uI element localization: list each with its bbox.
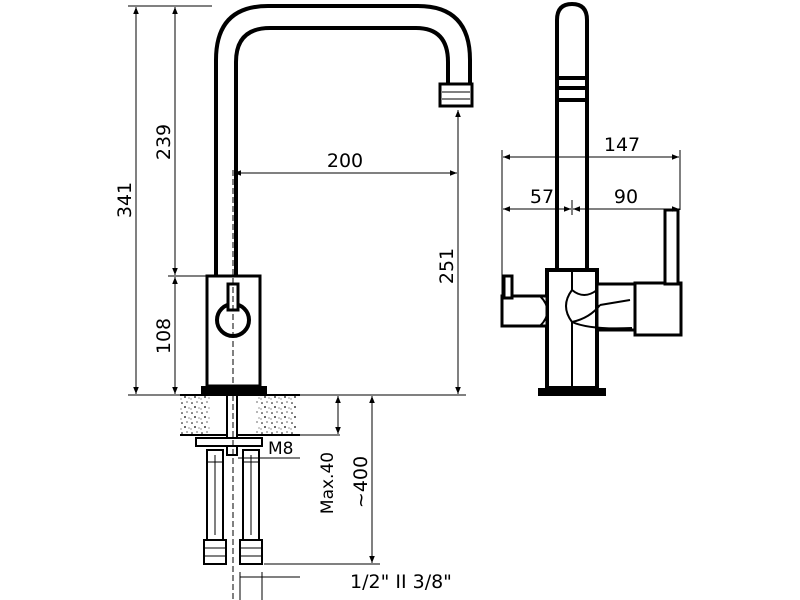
dim-max-deck: Max.40	[318, 452, 338, 514]
dim-base-height: 108	[153, 318, 175, 354]
dim-side-left: 57	[530, 186, 554, 208]
countertop-right	[256, 395, 296, 435]
countertop-left	[180, 395, 210, 435]
spout-body	[214, 4, 472, 276]
dim-connection: 1/2" II 3/8"	[350, 571, 452, 593]
side-right-cartridge	[595, 282, 637, 332]
threaded-stud	[226, 394, 238, 456]
dim-spout-reach: 200	[327, 150, 363, 172]
dim-spout-height: 239	[153, 124, 175, 160]
front-view: 341 239 108 200 251 M8 Max.40 ~400 1/2" …	[114, 4, 474, 600]
dim-hose-length: ~400	[350, 456, 372, 508]
side-view: 147 57 90	[500, 1, 683, 396]
side-spout	[555, 1, 589, 270]
dim-spout-clearance: 251	[436, 248, 458, 284]
base-plate	[201, 386, 267, 394]
dim-side-right: 90	[614, 186, 638, 208]
supply-hose-right	[239, 449, 263, 565]
spout-body-inner	[234, 26, 450, 276]
dim-total-height: 341	[114, 182, 136, 218]
side-right-lever	[663, 208, 680, 286]
side-left-valve	[500, 294, 549, 328]
side-base-plate	[538, 388, 606, 396]
dim-side-width: 147	[604, 134, 640, 156]
side-left-lever	[502, 274, 514, 300]
dim-thread: M8	[268, 439, 293, 459]
supply-hose-left	[203, 449, 227, 565]
side-right-handle-block	[633, 281, 683, 337]
aerator	[438, 82, 474, 108]
fixing-nut	[195, 437, 263, 447]
